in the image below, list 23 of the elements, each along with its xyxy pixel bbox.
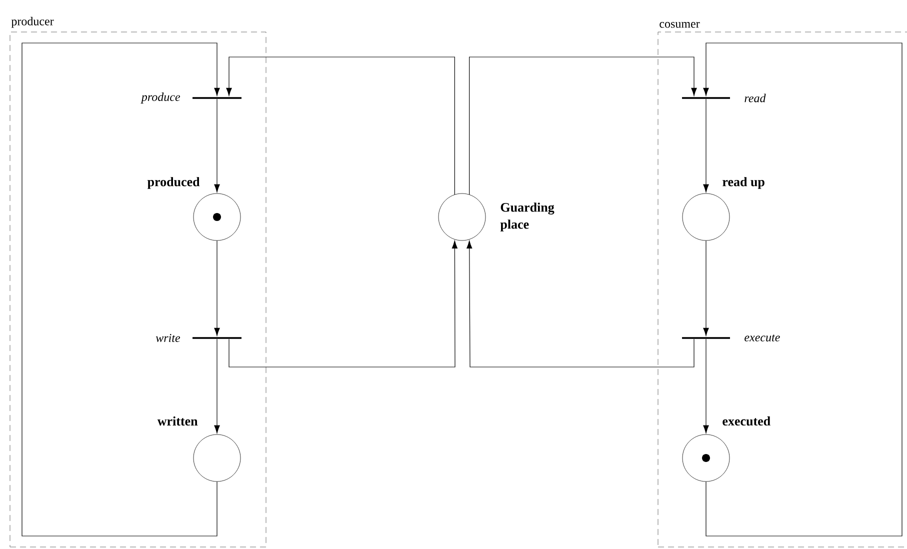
transition-label: write [156, 334, 180, 342]
place-label: executed [722, 416, 770, 426]
arrow [703, 240, 709, 336]
place-label: written [157, 416, 198, 426]
arrow [703, 338, 709, 434]
transition-label: execute [744, 334, 780, 342]
arrow [703, 98, 709, 192]
group-title: producer [11, 16, 54, 28]
arrow [469, 56, 697, 195]
arrow [214, 240, 220, 336]
arrow [466, 240, 694, 368]
group-title: cosumer [660, 22, 700, 28]
place-label: produced [147, 177, 200, 189]
transition-label: produce [140, 92, 180, 104]
place-label: read up [722, 177, 764, 189]
arrow [214, 98, 220, 192]
transition-label: read [744, 94, 766, 102]
arrow [214, 338, 220, 434]
arrow [226, 56, 455, 195]
arrow [228, 240, 458, 368]
arrow [703, 42, 902, 536]
arrow [22, 42, 220, 536]
place-label: Guarding place [500, 202, 554, 232]
